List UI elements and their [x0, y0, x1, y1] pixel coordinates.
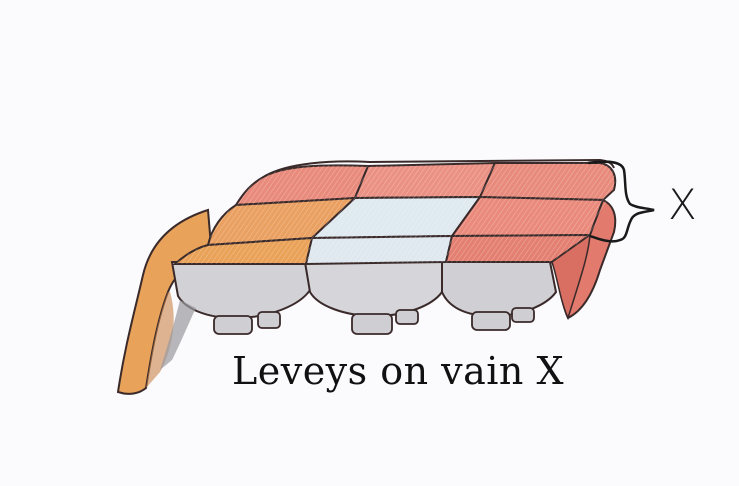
thickness-x-label: X	[668, 184, 697, 226]
caption-text: Leveys on vain X	[232, 349, 564, 393]
